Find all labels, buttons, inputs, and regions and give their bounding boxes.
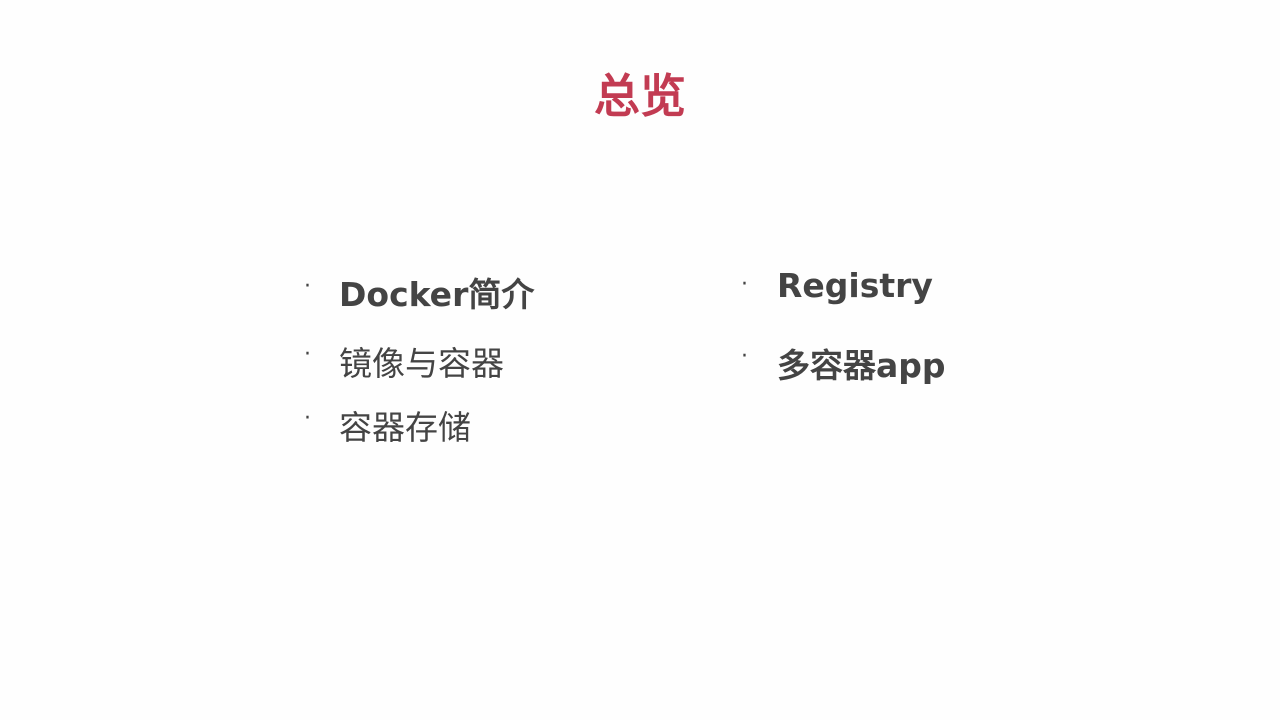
list-item-registry: Registry [777,266,933,305]
bullet-icon: · [304,274,311,299]
bullet-icon: · [304,406,311,431]
bullet-icon: · [741,272,748,297]
slide-title: 总览 [594,69,686,123]
list-item-docker-intro: Docker简介 [339,275,535,314]
list-item-container-storage: 容器存储 [339,408,471,447]
list-item-images-containers: 镜像与容器 [339,344,504,383]
bullet-icon: · [741,344,748,369]
list-item-multi-container-app: 多容器app [777,346,946,385]
bullet-icon: · [304,342,311,367]
